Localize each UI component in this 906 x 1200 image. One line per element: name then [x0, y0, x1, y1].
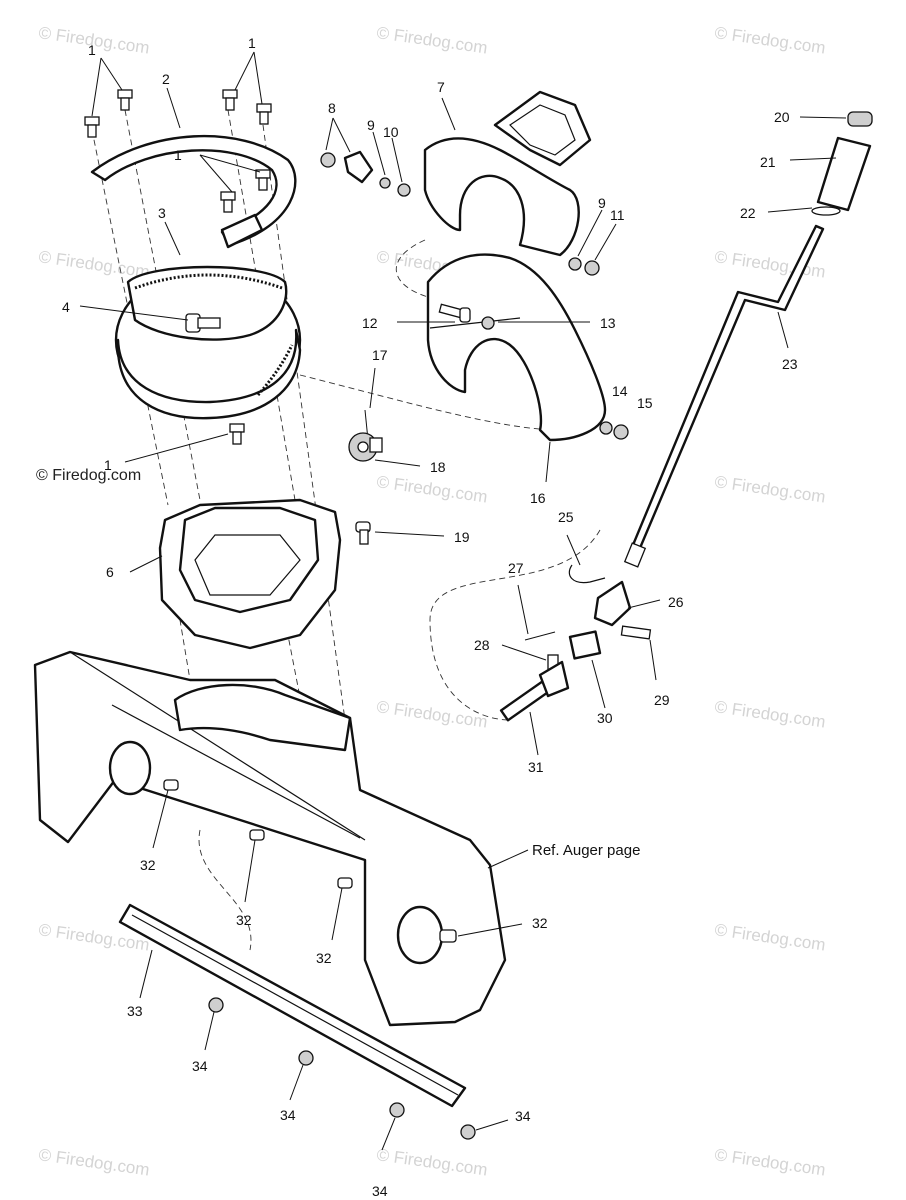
ring-bolt [79, 305, 221, 333]
callout-32c: 32 [316, 950, 332, 966]
callout-1b: 1 [248, 35, 256, 51]
callout-9b: 9 [598, 195, 606, 211]
callout-32d: 32 [532, 915, 548, 931]
upper-chute [423, 90, 592, 257]
callout-13: 13 [600, 315, 616, 331]
copyright-text: © Firedog.com [36, 467, 141, 484]
callout-29: 29 [654, 692, 670, 708]
watermark-text: © Firedog.com [37, 247, 150, 281]
callout-28: 28 [474, 637, 490, 653]
callout-8: 8 [328, 100, 336, 116]
callout-34a: 34 [192, 1058, 208, 1074]
callout-23: 23 [782, 356, 798, 372]
callout-7: 7 [437, 79, 445, 95]
callout-22: 22 [740, 205, 756, 221]
callout-labels: 1 1 1 1 1 2 3 4 1 6 7 8 9 10 9 11 12 13 … [36, 35, 798, 1199]
callout-34d: 34 [372, 1183, 388, 1199]
watermark-text: © Firedog.com [375, 23, 488, 57]
auger-housing [33, 650, 507, 1027]
watermark-text: © Firedog.com [713, 472, 826, 506]
callout-17: 17 [372, 347, 388, 363]
watermark-text: © Firedog.com [375, 697, 488, 731]
callout-27: 27 [508, 560, 524, 576]
watermark-text: © Firedog.com [713, 1145, 826, 1179]
callout-26: 26 [668, 594, 684, 610]
hardware-small [320, 111, 873, 722]
callout-30: 30 [597, 710, 613, 726]
callout-34c: 34 [515, 1108, 531, 1124]
callout-34b: 34 [280, 1107, 296, 1123]
callout-33: 33 [127, 1003, 143, 1019]
callout-14: 14 [612, 383, 628, 399]
callout-1d: 1 [104, 457, 112, 473]
callout-6: 6 [106, 564, 114, 580]
callout-25: 25 [558, 509, 574, 525]
callout-1c: 1 [174, 147, 182, 163]
callout-32b: 32 [236, 912, 252, 928]
watermark-text: © Firedog.com [713, 23, 826, 57]
callout-15: 15 [637, 395, 653, 411]
lower-chute [426, 253, 607, 442]
blade-nuts [208, 997, 476, 1140]
callout-1a: 1 [88, 42, 96, 58]
callout-4: 4 [62, 299, 70, 315]
callout-16: 16 [530, 490, 546, 506]
callout-12: 12 [362, 315, 378, 331]
callout-32a: 32 [140, 857, 156, 873]
callout-18: 18 [430, 459, 446, 475]
callout-31: 31 [528, 759, 544, 775]
watermark-text: © Firedog.com [375, 472, 488, 506]
leader-lines [129, 87, 847, 1151]
callout-3: 3 [158, 205, 166, 221]
chute-ring [114, 265, 302, 420]
watermark-text: © Firedog.com [375, 1145, 488, 1179]
watermark-text: © Firedog.com [713, 920, 826, 954]
callout-19: 19 [454, 529, 470, 545]
callout-21: 21 [760, 154, 776, 170]
chute-base [158, 498, 342, 650]
callout-9a: 9 [367, 117, 375, 133]
watermark-text: © Firedog.com [37, 1145, 150, 1179]
watermark-text: © Firedog.com [713, 697, 826, 731]
bolt-set-1 [84, 51, 272, 463]
callout-10: 10 [383, 124, 399, 140]
scraper-blade [118, 903, 467, 1108]
callout-20: 20 [774, 109, 790, 125]
reference-note: Ref. Auger page [532, 842, 640, 859]
chute-shield-band [90, 134, 297, 249]
callout-2: 2 [162, 71, 170, 87]
callout-11: 11 [610, 207, 625, 223]
